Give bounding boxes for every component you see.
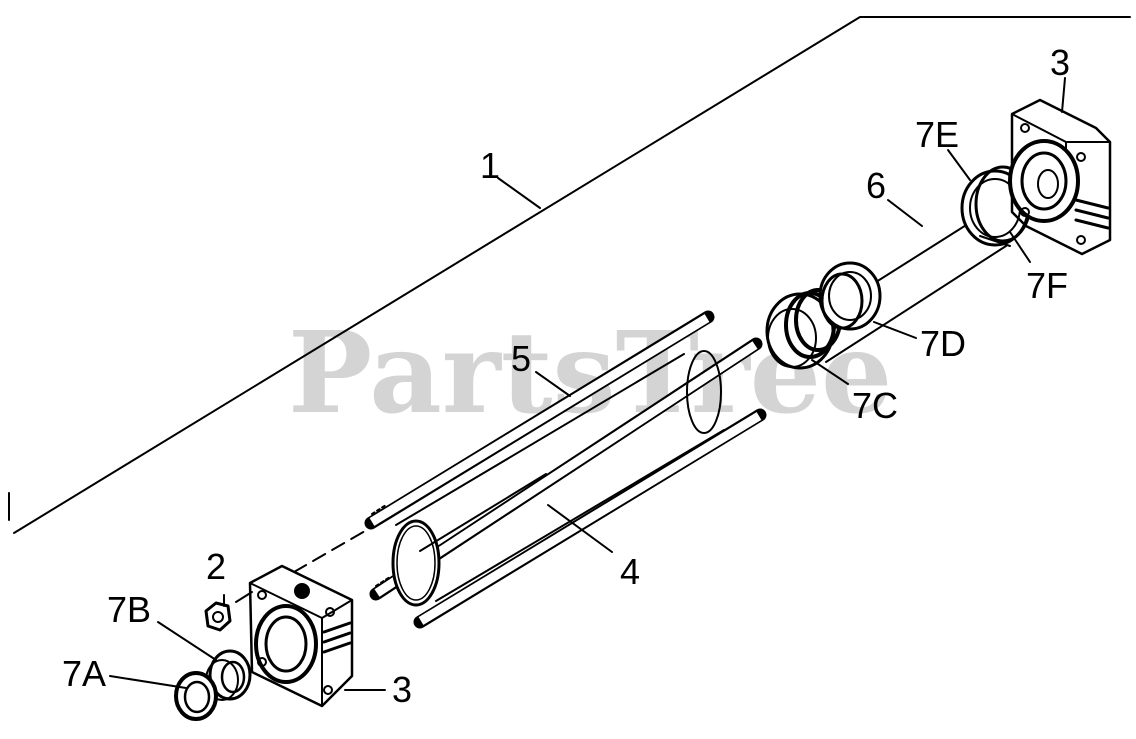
callout-3-top: 3: [1050, 42, 1070, 83]
piston-with-rings: [765, 288, 842, 370]
tie-rods: [364, 310, 767, 629]
assembly-bracket-line: [8, 16, 1131, 534]
callout-5: 5: [511, 338, 531, 379]
center-dashed-line: [293, 526, 373, 573]
seal-7d: [818, 261, 882, 331]
seal-7b: [205, 649, 252, 701]
end-cap-top: [1008, 98, 1112, 256]
callout-1: 1: [480, 145, 500, 186]
callout-3-bottom: 3: [392, 669, 412, 710]
cylinder-tube: [391, 350, 725, 607]
hex-nut: [204, 601, 232, 632]
leader-lines: [109, 77, 1066, 691]
seal-7a: [174, 671, 218, 721]
callout-6: 6: [866, 165, 886, 206]
callout-7b: 7B: [107, 589, 151, 630]
callout-2: 2: [206, 546, 226, 587]
callout-7f: 7F: [1026, 265, 1068, 306]
callout-7e: 7E: [915, 114, 959, 155]
port-hole: [294, 583, 310, 599]
callout-4: 4: [620, 551, 640, 592]
callout-7a: 7A: [62, 653, 106, 694]
callout-7d: 7D: [920, 323, 966, 364]
end-cap-bottom: [248, 564, 354, 708]
callout-7c: 7C: [852, 385, 898, 426]
